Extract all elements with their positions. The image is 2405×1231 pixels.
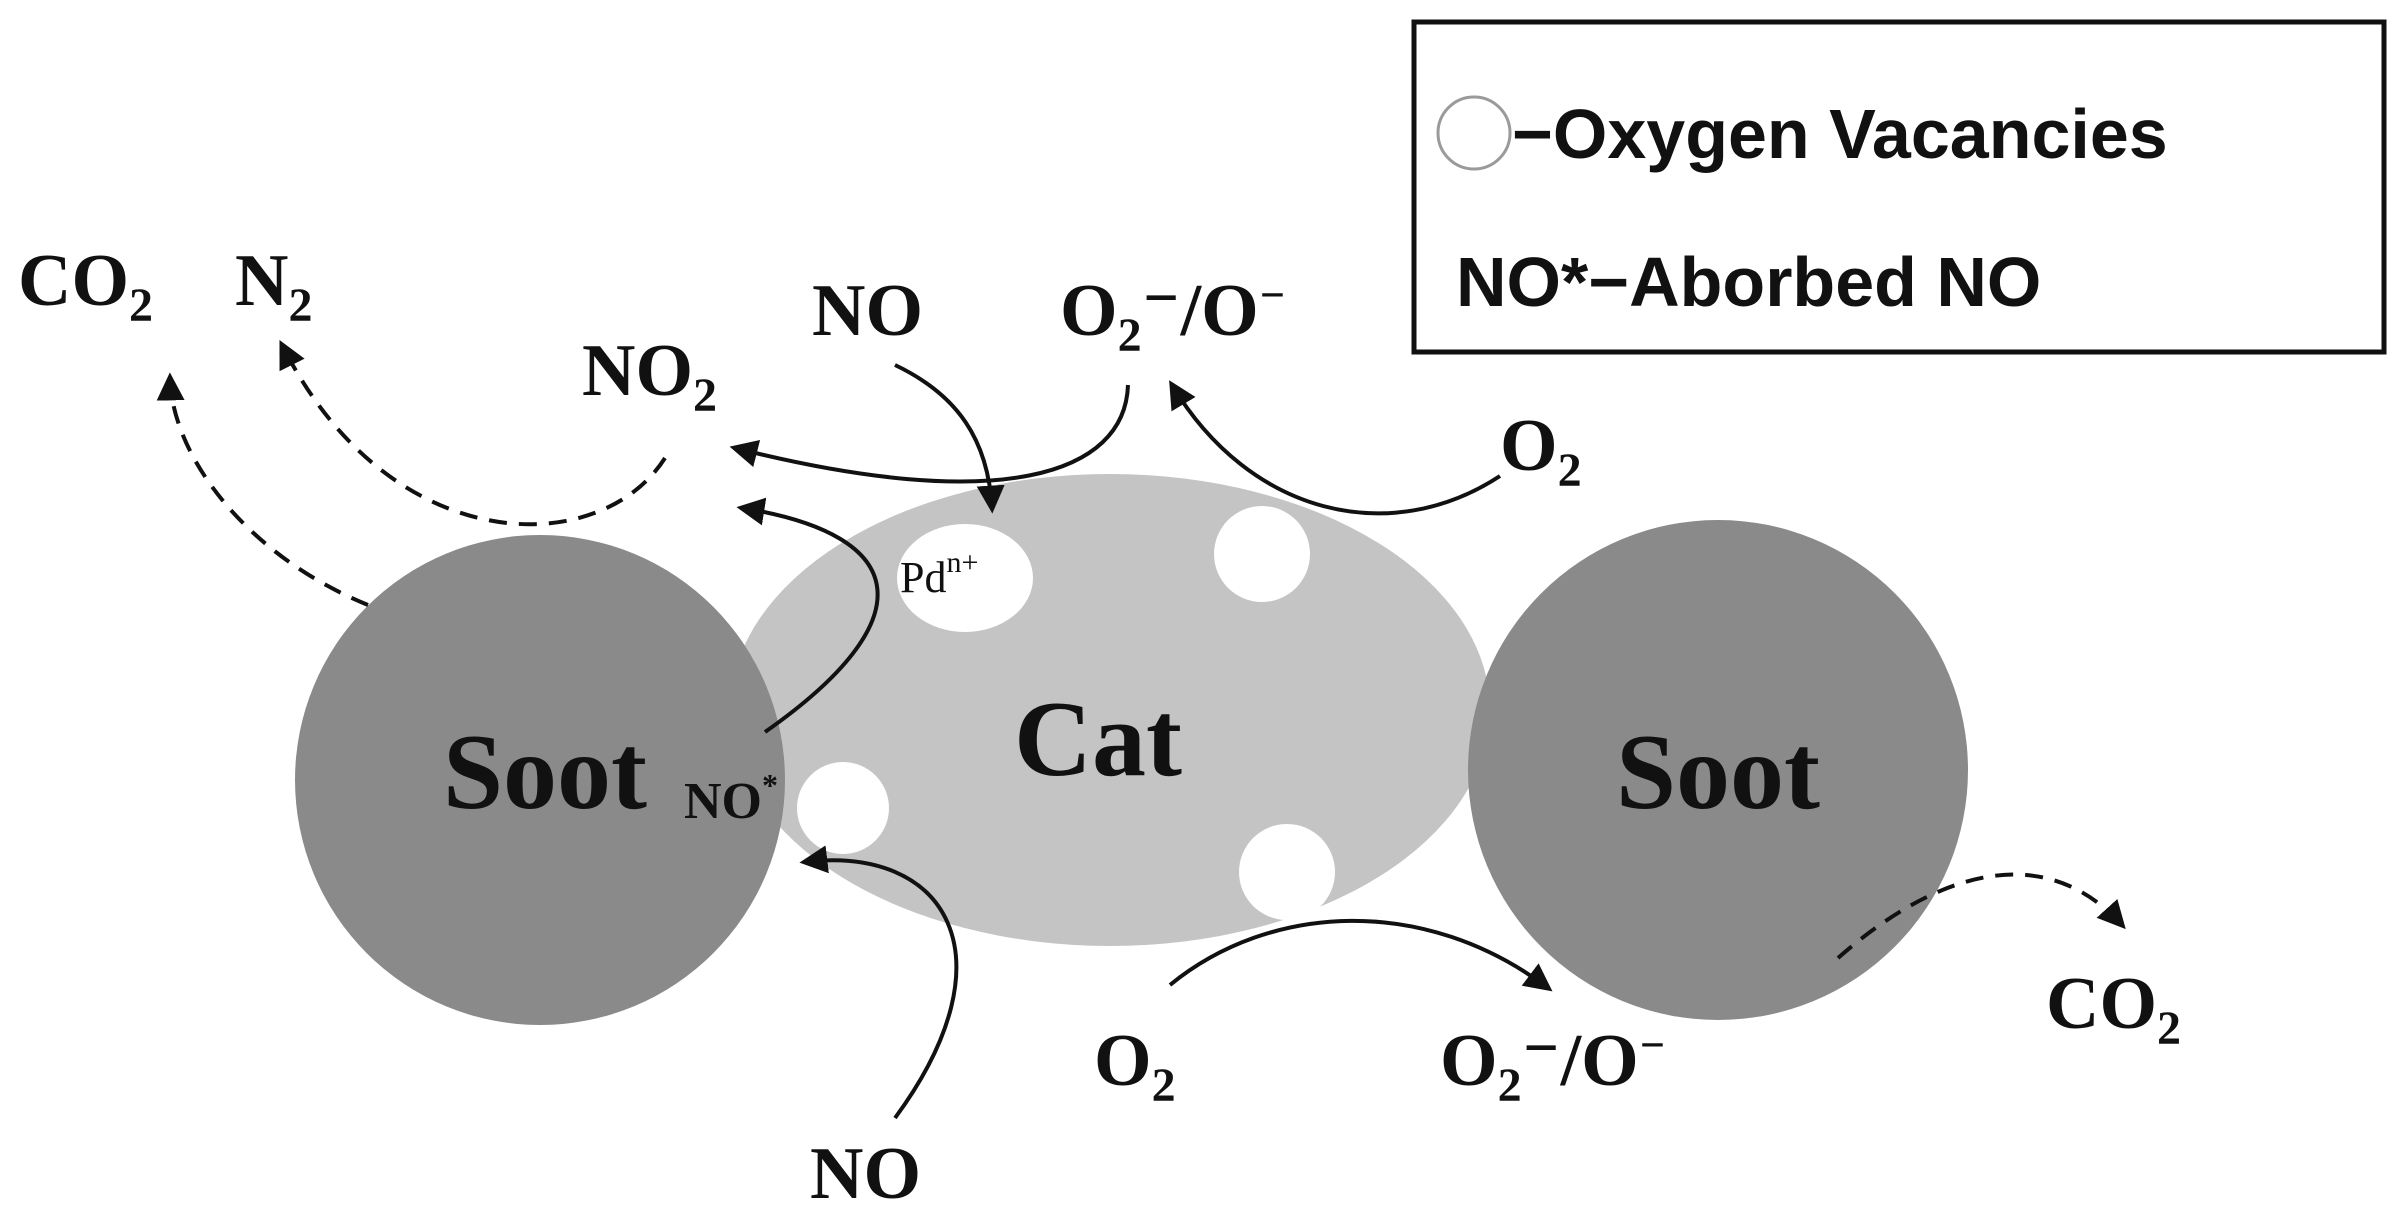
o2-top-right-label: O2 (1500, 405, 1582, 497)
oxygen-vacancy (1214, 506, 1310, 602)
arrow-soot-to-co2 (156, 372, 369, 607)
soot-right-label: Soot (1616, 713, 1820, 832)
oxygen-vacancy (797, 762, 889, 854)
arrow-no-to-pd (894, 363, 1005, 514)
arrow-o2-to-superoxide-bottom (1168, 918, 1553, 992)
co2-top-left-label: CO2 (18, 240, 153, 332)
superoxide-bottom-label: O2⁻/O⁻ (1440, 1020, 1666, 1112)
o2-bottom-label: O2 (1094, 1020, 1176, 1112)
pd-site-label: Pdn+ (900, 546, 978, 602)
legend: −Oxygen Vacancies NO*−Aborbed NO (1411, 19, 2387, 355)
n2-top-left-label: N2 (235, 240, 312, 332)
no2-label: NO2 (582, 330, 717, 422)
legend-frame (1411, 19, 2387, 355)
pd-site (897, 524, 1033, 632)
catalyst-label: Cat (1014, 680, 1182, 799)
legend-adsorbed-label: NO*−Aborbed NO (1456, 243, 2041, 321)
adsorbed-no-label: NO* (684, 767, 778, 830)
no-top-label: NO (812, 270, 923, 352)
legend-vacancy-label: −Oxygen Vacancies (1512, 95, 2168, 173)
arrow-no2-to-n2 (279, 339, 667, 527)
arrow-soot-to-co2-right (1836, 872, 2126, 960)
no-bottom-label: NO (810, 1133, 921, 1215)
co2-bottom-right-label: CO2 (2046, 963, 2181, 1055)
arrow-superoxide-to-no2 (729, 384, 1130, 484)
arrow-no-to-adsorbed (799, 845, 959, 1120)
oxygen-vacancy (1239, 824, 1335, 920)
arrow-adsorbed-no-to-no2 (736, 497, 880, 734)
arrow-o2-to-superoxide (1169, 380, 1502, 516)
soot-particle-left (295, 535, 785, 1025)
soot-particle-right (1468, 520, 1968, 1020)
soot-left-label: Soot (443, 713, 647, 832)
superoxide-top-label: O2⁻/O⁻ (1060, 270, 1286, 362)
vacancy-legend-icon (1436, 95, 1512, 171)
